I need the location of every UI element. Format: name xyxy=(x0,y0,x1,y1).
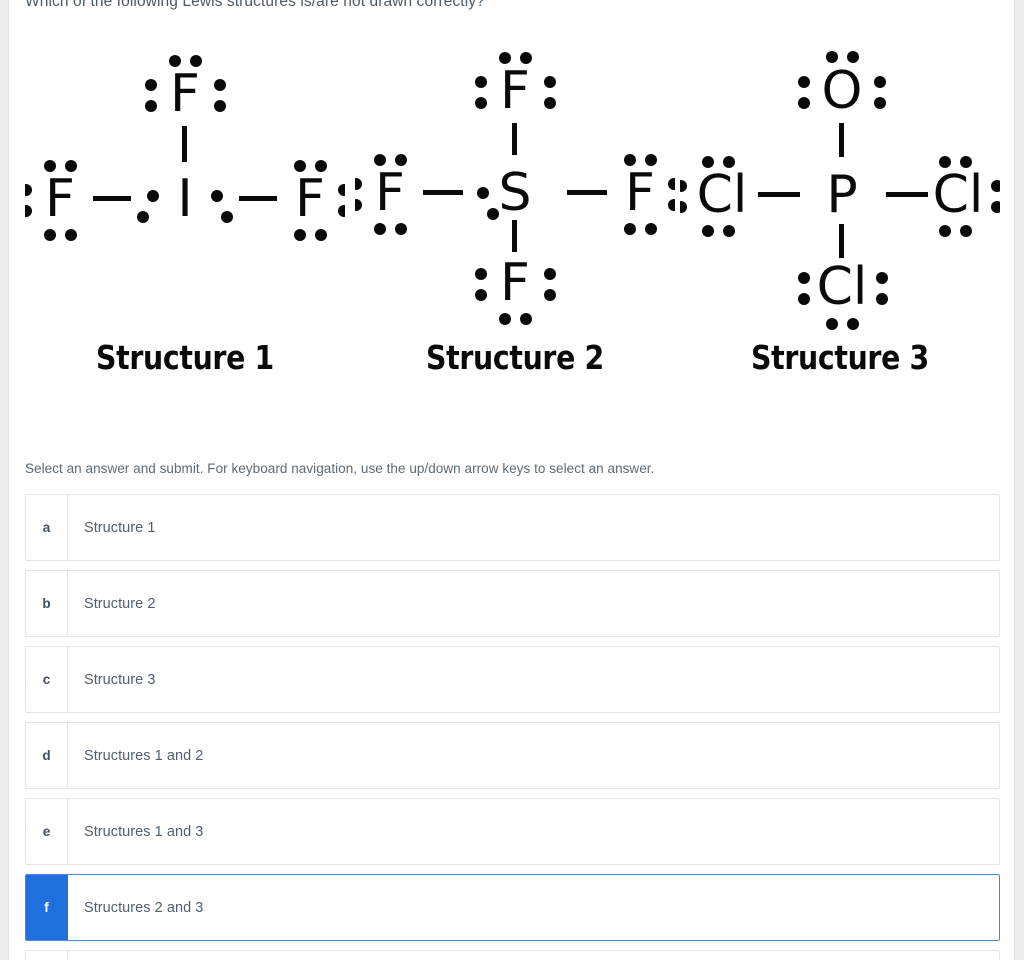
option-label-e: Structures 1 and 3 xyxy=(84,823,204,840)
structure-3-label: Structure 3 xyxy=(751,338,929,377)
atom-label-f-left: F xyxy=(45,169,75,229)
option-label-f: Structures 2 and 3 xyxy=(84,899,204,916)
option-label-b: Structure 2 xyxy=(84,595,156,612)
option-letter-a: a xyxy=(26,495,68,560)
atom-label-cl-left: Cl xyxy=(697,165,748,225)
option-label-d: Structures 1 and 2 xyxy=(84,747,204,764)
answer-option-b[interactable]: b Structure 2 xyxy=(25,570,1000,637)
atom-label-i-center: I xyxy=(177,169,192,229)
atom-label-f-bottom: F xyxy=(500,253,530,313)
option-label-g xyxy=(68,951,999,960)
atom-label-cl-right: Cl xyxy=(933,165,984,225)
lewis-structure-3: O P Cl xyxy=(680,38,1000,377)
atom-label-o-top: O xyxy=(822,61,863,121)
lewis-structure-2: F S F xyxy=(355,38,675,377)
page-title: Which of the following Lewis structures … xyxy=(25,0,485,10)
answer-option-g[interactable]: g xyxy=(25,950,1000,960)
answer-option-c[interactable]: c Structure 3 xyxy=(25,646,1000,713)
structure-2-label: Structure 2 xyxy=(426,338,604,377)
atom-label-f-top: F xyxy=(170,64,200,124)
option-letter-e: e xyxy=(26,799,68,864)
atom-label-f-right: F xyxy=(625,163,655,223)
atom-label-f-left: F xyxy=(375,163,405,223)
option-label-a: Structure 1 xyxy=(84,519,156,536)
option-label-c: Structure 3 xyxy=(84,671,156,688)
answer-option-a[interactable]: a Structure 1 xyxy=(25,494,1000,561)
answer-option-d[interactable]: d Structures 1 and 2 xyxy=(25,722,1000,789)
option-letter-g: g xyxy=(26,951,68,960)
atom-label-f-top: F xyxy=(500,61,530,121)
atom-label-p-center: P xyxy=(826,165,857,225)
lewis-structures-figure: F I F xyxy=(25,38,1000,408)
structures-row: F I F xyxy=(25,38,1000,377)
atom-label-s-center: S xyxy=(498,163,531,223)
answer-option-f[interactable]: f Structures 2 and 3 xyxy=(25,874,1000,941)
answer-instruction: Select an answer and submit. For keyboar… xyxy=(25,461,655,476)
atom-label-f-right: F xyxy=(295,169,325,229)
lewis-structure-1: F I F xyxy=(25,38,345,377)
answer-options-list: a Structure 1 b Structure 2 c Structure … xyxy=(25,494,1000,960)
option-letter-f: f xyxy=(26,875,68,940)
option-letter-b: b xyxy=(26,571,68,636)
answer-option-e[interactable]: e Structures 1 and 3 xyxy=(25,798,1000,865)
option-letter-c: c xyxy=(26,647,68,712)
question-card: Which of the following Lewis structures … xyxy=(8,0,1015,960)
atom-label-cl-bottom: Cl xyxy=(817,257,868,317)
structure-1-label: Structure 1 xyxy=(96,338,274,377)
option-letter-d: d xyxy=(26,723,68,788)
